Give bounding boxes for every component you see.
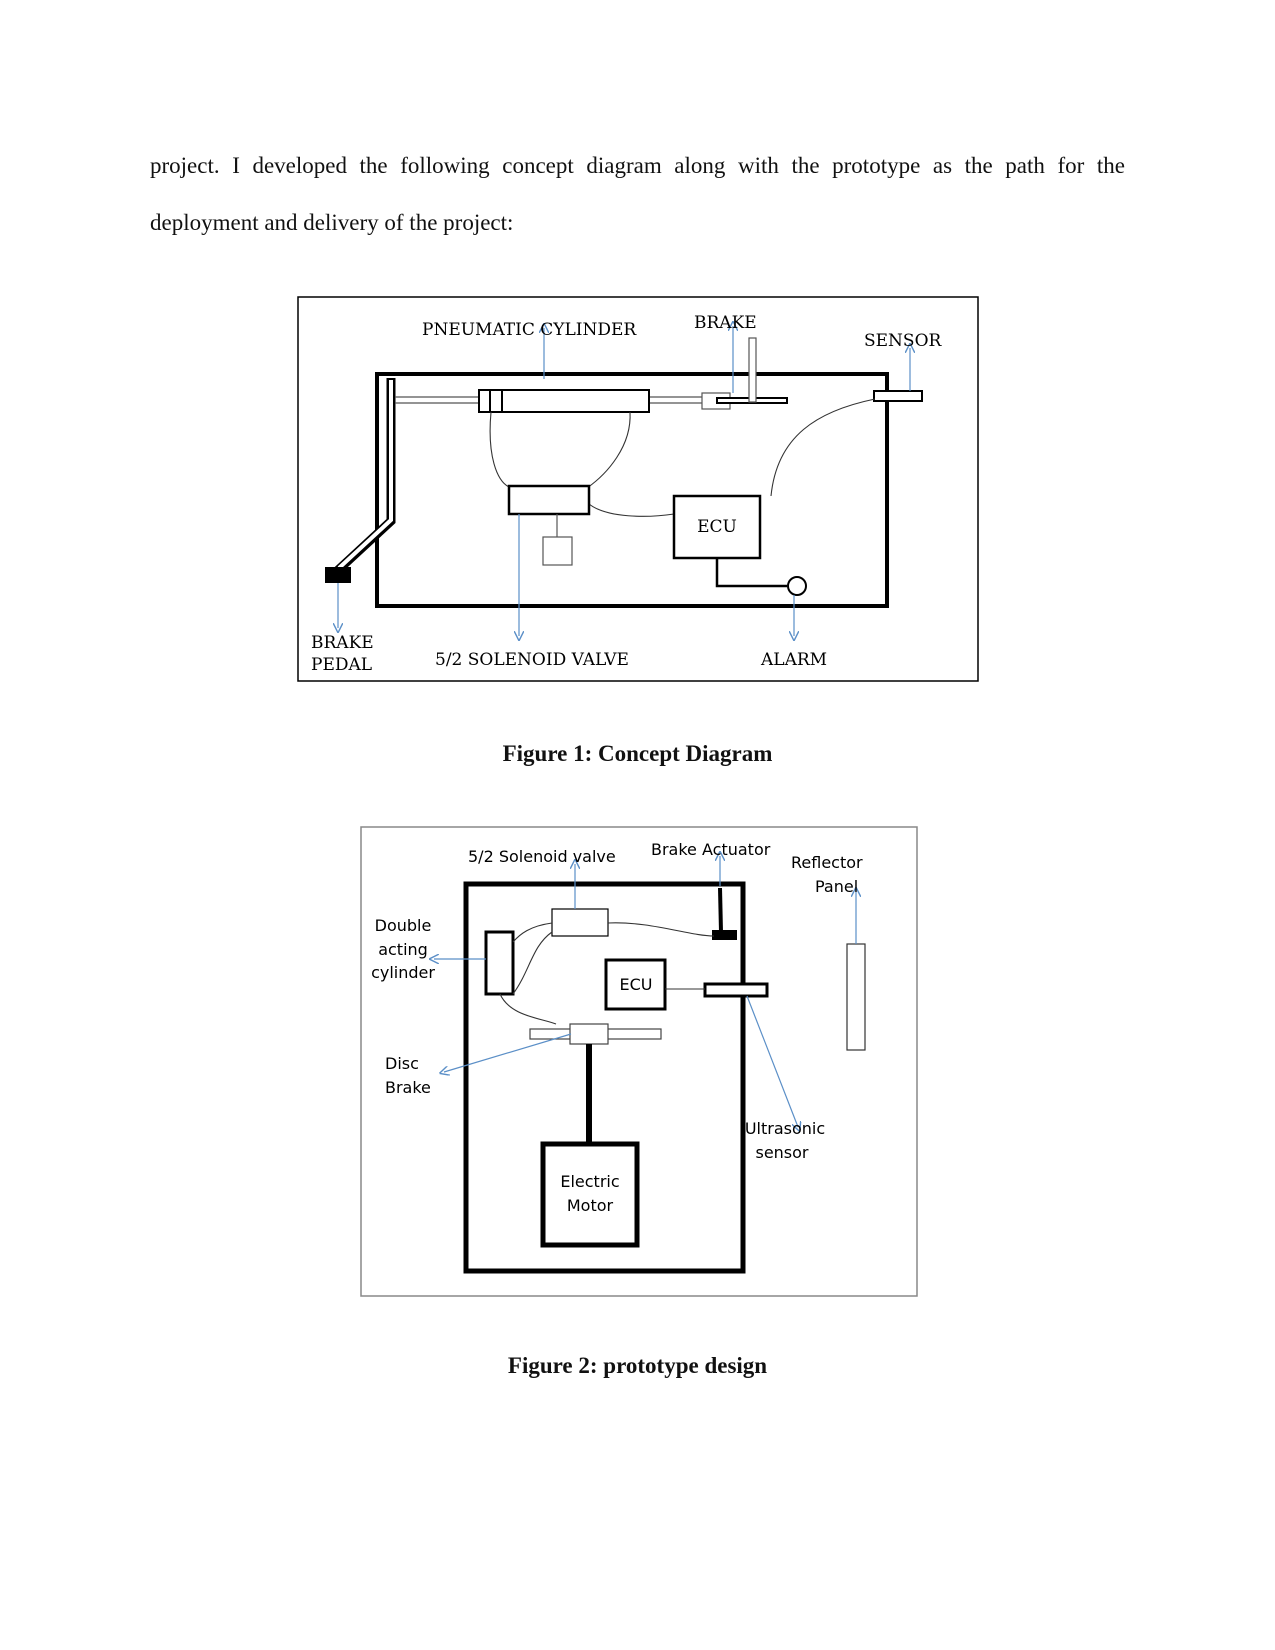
solenoid-valve (551, 908, 609, 937)
ultrasonic-label-2: sensor (755, 1143, 808, 1162)
double-acting-cylinder (484, 930, 515, 996)
brake-pedal-label-2: PEDAL (311, 655, 372, 675)
concept-diagram: ECU PNEUMATIC CYLINDER BRAKE SENSOR BRAK… (297, 296, 979, 682)
vehicle-frame (463, 881, 746, 1274)
motor-label-1: Electric (560, 1172, 619, 1191)
ultrasonic-label-1: Ultrasonic (745, 1119, 825, 1138)
reflector-panel (846, 943, 866, 1051)
reflector-label-1: Reflector (791, 853, 863, 872)
ecu-box (604, 958, 667, 1011)
alarm-label: ALARM (760, 650, 827, 670)
pneumatic-cylinder-label: PNEUMATIC CYLINDER (422, 320, 637, 340)
prototype-design: ECU Electric Motor 5/2 Solenoid valve Br… (360, 826, 918, 1297)
solenoid-valve-label: 5/2 Solenoid valve (468, 847, 616, 866)
ecu-label: ECU (697, 517, 737, 537)
brake-actuator (712, 930, 737, 940)
double-acting-label-1: Double (375, 916, 432, 935)
disc-brake-label-2: Brake (385, 1078, 431, 1097)
vehicle-frame (375, 372, 889, 608)
figure-2-caption: Figure 2: prototype design (507, 1353, 768, 1378)
brake-pedal (325, 567, 351, 583)
sensor (873, 390, 923, 402)
solenoid-valve (507, 484, 591, 516)
double-acting-label-2: acting (378, 940, 428, 959)
disc-brake-label-1: Disc (385, 1054, 419, 1073)
motor-label-2: Motor (567, 1196, 614, 1215)
solenoid-valve-label: 5/2 SOLENOID VALVE (435, 650, 629, 670)
figure-border (297, 296, 979, 682)
brake-pedal-label-1: BRAKE (311, 633, 374, 653)
body-text-line-1: project. I developed the following conce… (150, 153, 1125, 178)
brake-actuator-label: Brake Actuator (651, 840, 771, 859)
ultrasonic-sensor (703, 982, 769, 998)
sensor-label: SENSOR (864, 331, 943, 351)
body-text-line-2: deployment and delivery of the project: (150, 210, 514, 235)
ecu-label: ECU (620, 975, 653, 994)
double-acting-label-3: cylinder (371, 963, 435, 982)
pneumatic-cylinder (478, 389, 650, 413)
figure-1-caption: Figure 1: Concept Diagram (502, 741, 773, 766)
electric-motor (540, 1141, 640, 1248)
alarm (787, 576, 807, 596)
reflector-label-2: Panel (815, 877, 858, 896)
brake-label: BRAKE (694, 313, 757, 333)
